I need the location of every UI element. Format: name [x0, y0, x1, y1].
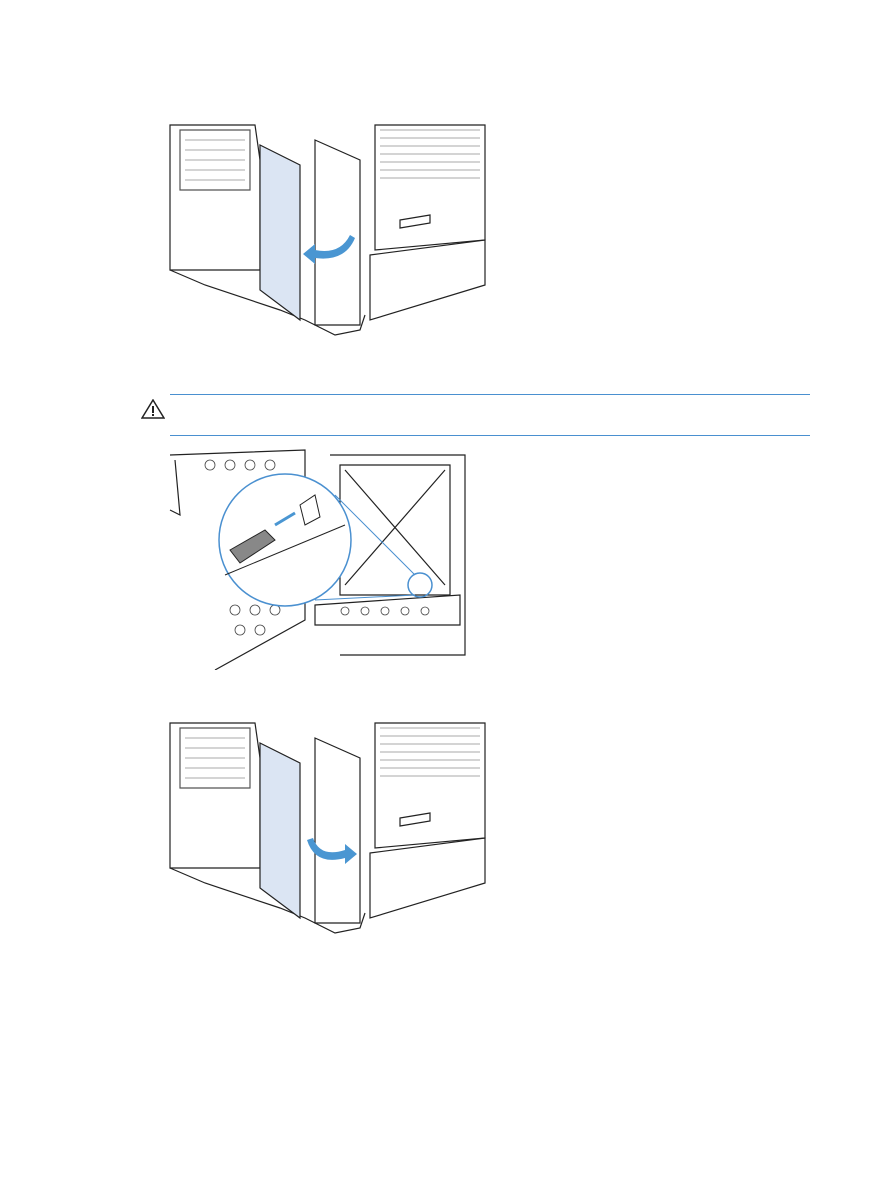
side-cover-panel: [259, 144, 301, 322]
usb-accessory: [229, 529, 276, 564]
warning-triangle-icon: [141, 399, 165, 419]
zoom-callout-circle: [218, 473, 352, 607]
side-cover-panel: [259, 742, 301, 920]
arrow-left-icon: [303, 235, 355, 264]
caution-top-rule: [170, 394, 810, 395]
illustration-replace-formatter-cover: [169, 722, 486, 934]
illustration-install-accessory: [169, 449, 466, 670]
zoom-callout-target: [407, 572, 433, 598]
arrow-right-icon: [307, 838, 357, 864]
caution-bottom-rule: [170, 435, 810, 436]
illustration-remove-formatter-cover: [169, 124, 486, 336]
